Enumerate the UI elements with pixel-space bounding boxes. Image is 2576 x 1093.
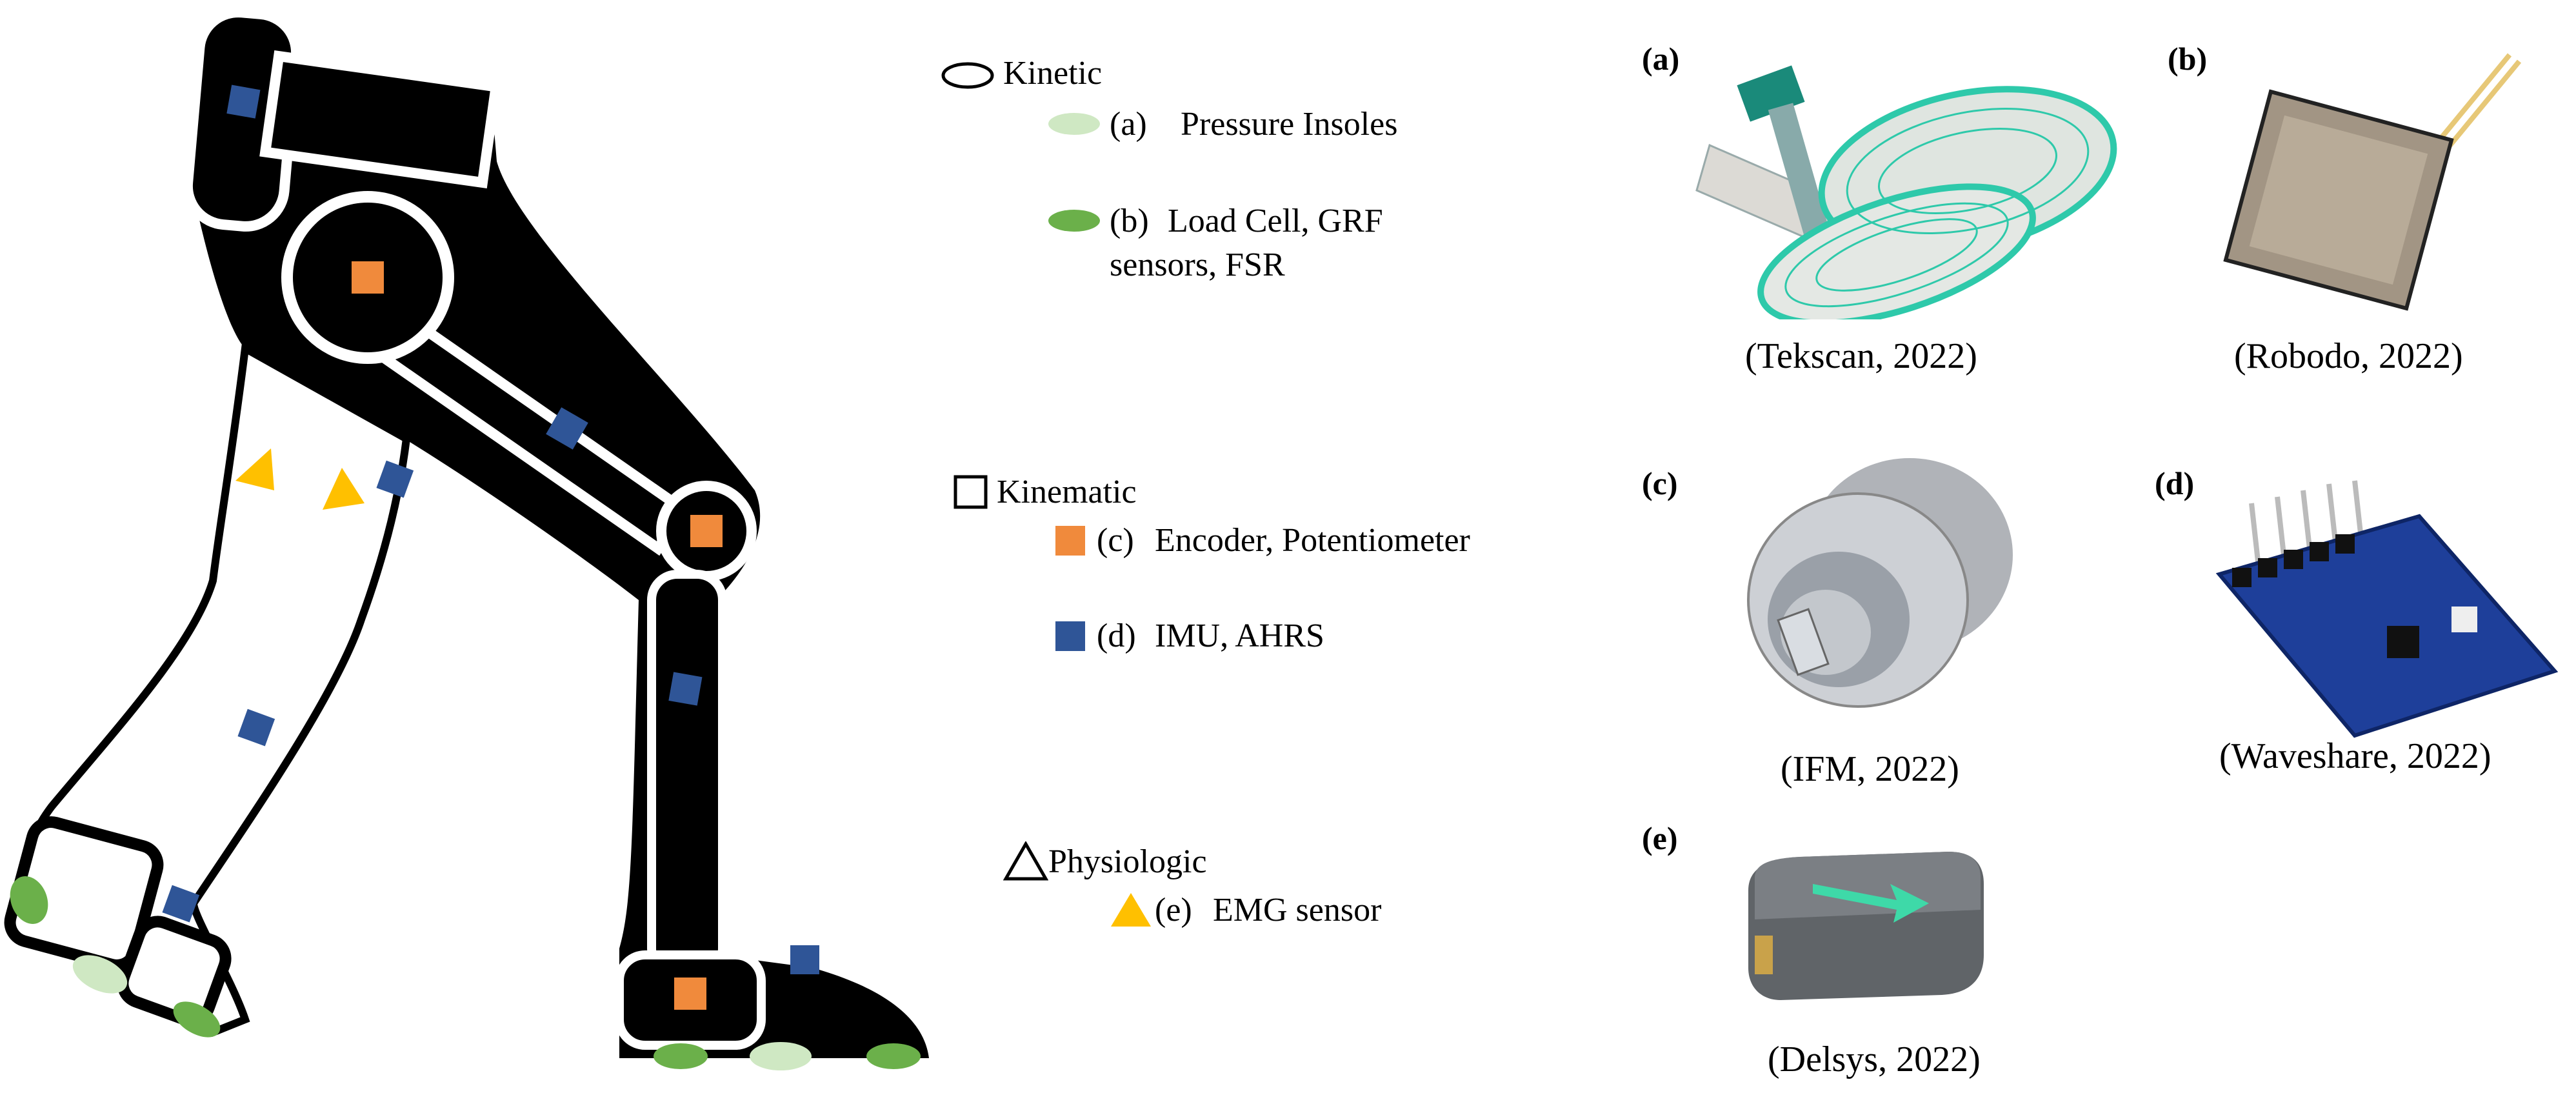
- imu-marker-rear-foot: [162, 885, 200, 923]
- load-marker-heel: [654, 1043, 708, 1069]
- legend-title-kinetic: Kinetic: [1003, 55, 1103, 92]
- emg-marker-2: [323, 468, 364, 510]
- load-marker-rear-toe: [173, 1001, 221, 1038]
- imu-marker-foot: [790, 945, 819, 974]
- encoder-marker-hip: [352, 261, 384, 294]
- legend-label-d: IMU, AHRS: [1155, 617, 1324, 654]
- legend-label-c: Encoder, Potentiometer: [1155, 522, 1470, 559]
- ellipse-icon: [1048, 113, 1100, 135]
- panel-letter-a: (a): [1642, 41, 1680, 77]
- triangle-icon: [1111, 893, 1151, 927]
- square-icon: [1055, 526, 1085, 556]
- legend-tag-b: (b): [1110, 203, 1149, 239]
- imu-marker-hip: [226, 85, 261, 119]
- shank-link: [647, 570, 727, 979]
- legend-tag-c: (c): [1097, 522, 1134, 559]
- panel-caption-d: (Waveshare, 2022): [2219, 736, 2491, 776]
- legend-title-physiologic: Physiologic: [1048, 843, 1207, 880]
- panel-letter-c: (c): [1642, 465, 1678, 501]
- emg-sensor-icon: [1748, 852, 1984, 1000]
- panel-caption-c: (IFM, 2022): [1781, 749, 1959, 789]
- square-icon: [1055, 621, 1085, 651]
- load-marker-toe: [866, 1043, 921, 1069]
- insole-marker-mid: [750, 1042, 812, 1070]
- panel-caption-e: (Delsys, 2022): [1768, 1039, 1981, 1079]
- panel-letter-b: (b): [2168, 41, 2208, 77]
- triangle-icon: [1003, 841, 1048, 881]
- legend-tag-e: (e): [1155, 892, 1192, 928]
- legend-label-b: Load Cell, GRF: [1168, 203, 1383, 239]
- pressure-insole-icon: [1695, 65, 2117, 319]
- legend-label-a: Pressure Insoles: [1181, 106, 1398, 143]
- legend-label-e: EMG sensor: [1213, 892, 1382, 928]
- legend-tag-a: (a): [1110, 106, 1147, 143]
- load-marker-rear-heel: [10, 876, 48, 924]
- imu-board-icon: [2215, 480, 2559, 738]
- encoder-marker-knee: [690, 515, 723, 547]
- rotary-encoder-icon: [1747, 458, 2013, 708]
- force-sensing-resistor-icon: [2223, 53, 2522, 311]
- emg-marker-1: [235, 448, 274, 490]
- imu-marker-shank: [668, 672, 703, 706]
- ellipse-icon: [941, 62, 994, 89]
- encoder-marker-ankle: [674, 978, 706, 1010]
- legend-label-b-line2: sensors, FSR: [1110, 246, 1285, 283]
- imu-marker-thigh: [546, 407, 588, 450]
- insole-swatch: [1048, 113, 1100, 135]
- panel-letter-e: (e): [1642, 820, 1678, 856]
- panel-caption-b: (Robodo, 2022): [2234, 336, 2463, 376]
- legend-title-kinematic: Kinematic: [997, 474, 1137, 510]
- panel-letter-d: (d): [2155, 465, 2195, 501]
- legend-tag-d: (d): [1097, 617, 1136, 654]
- panel-caption-a: (Tekscan, 2022): [1745, 336, 1977, 376]
- rear-foot-toe: [117, 916, 232, 1027]
- square-icon: [954, 475, 988, 509]
- ellipse-icon: [1048, 210, 1100, 232]
- exoskeleton-figure: [4, 7, 929, 1070]
- insole-marker-rear: [72, 955, 128, 994]
- imu-marker-rear-shank: [237, 708, 275, 747]
- imu-marker-rear-thigh: [376, 460, 414, 498]
- waist-strap: [259, 50, 502, 188]
